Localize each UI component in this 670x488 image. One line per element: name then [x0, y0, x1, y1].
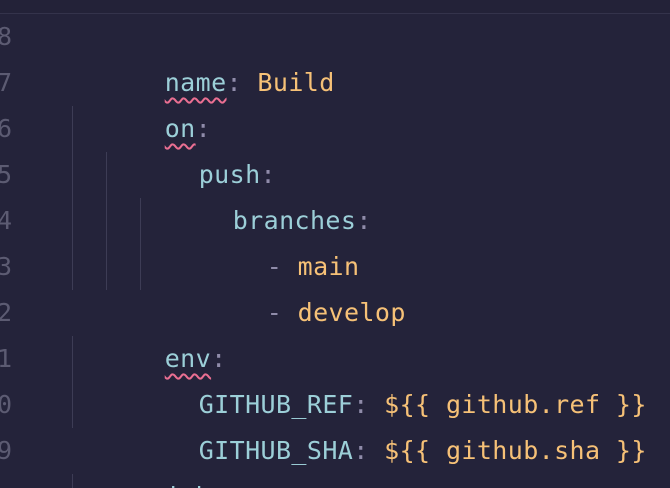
yaml-colon: :	[356, 206, 372, 235]
code-line[interactable]: 6 push:	[0, 106, 670, 189]
yaml-list-item: main	[297, 252, 360, 281]
line-number: 4	[0, 206, 12, 235]
yaml-key: push	[198, 160, 261, 189]
code-line[interactable]: 2 env:	[0, 290, 670, 373]
yaml-colon: :	[226, 68, 242, 97]
yaml-colon: :	[260, 160, 276, 189]
code-line[interactable]: 5 branches:	[0, 152, 670, 235]
code-line[interactable]: 0 GITHUB_SHA: ${{ github.sha }}	[0, 382, 670, 465]
yaml-value: Build	[241, 68, 335, 97]
yaml-key: jobs	[165, 482, 227, 488]
code-line[interactable]: 4 - main	[0, 198, 670, 281]
yaml-list-item: develop	[297, 298, 406, 327]
yaml-colon: :	[195, 114, 212, 143]
yaml-list-dash: -	[266, 298, 298, 327]
line-number: 6	[0, 114, 12, 143]
editor-top-border	[0, 0, 670, 14]
yaml-colon: :	[353, 436, 369, 465]
code-editor[interactable]: 8 name: Build 7 on: 6 push: 5 branches: …	[0, 14, 670, 488]
indent-guide	[140, 198, 141, 290]
yaml-colon: :	[227, 482, 242, 488]
yaml-key: branches	[232, 206, 357, 235]
line-number: 7	[0, 68, 12, 97]
line-number: 8	[0, 22, 12, 51]
yaml-key: GITHUB_SHA	[198, 436, 354, 465]
yaml-value: ${{ github.ref }}	[368, 390, 647, 419]
code-line[interactable]: 7 on:	[0, 60, 670, 143]
yaml-key: name	[164, 68, 227, 97]
indent-guide	[106, 152, 107, 290]
yaml-key: on	[164, 114, 196, 143]
indent-guide	[72, 474, 73, 488]
indent-guide	[72, 106, 73, 290]
line-number: 3	[0, 252, 12, 281]
yaml-colon: :	[353, 390, 369, 419]
code-line[interactable]: 8 name: Build	[0, 14, 670, 97]
yaml-list-dash: -	[266, 252, 298, 281]
yaml-key: GITHUB_REF	[198, 390, 354, 419]
yaml-value: ${{ github.sha }}	[368, 436, 647, 465]
code-line[interactable]: 3 - develop	[0, 244, 670, 327]
line-number: 9	[0, 436, 12, 465]
line-number: 1	[0, 344, 12, 373]
code-line[interactable]: 1 GITHUB_REF: ${{ github.ref }}	[0, 336, 670, 419]
yaml-colon: :	[211, 344, 227, 373]
code-line[interactable]: 9 jobs:	[0, 428, 670, 488]
line-number: 2	[0, 298, 12, 327]
indent-guide	[72, 336, 73, 428]
line-number: 0	[0, 390, 12, 419]
yaml-key: env	[164, 344, 212, 373]
line-number: 5	[0, 160, 12, 189]
